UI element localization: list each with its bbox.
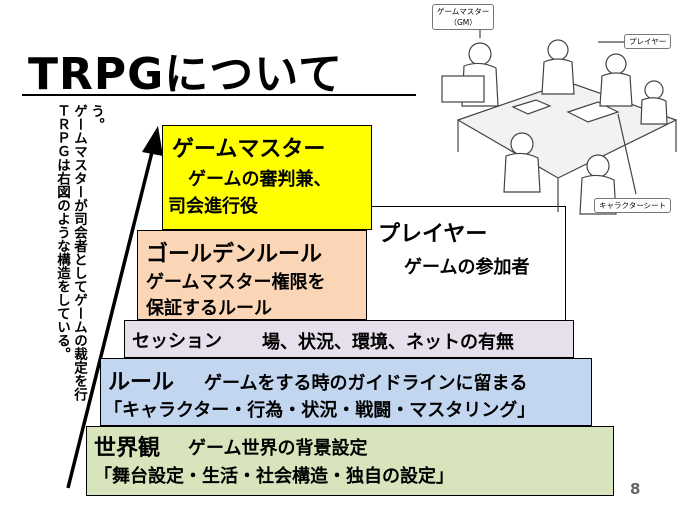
gm-caption-line2: （GM） xyxy=(449,18,477,27)
vertical-text-line-2: ゲームマスターが司会者としてゲームの裁定を行 xyxy=(71,104,87,401)
sheet-caption: キャラクターシート xyxy=(594,198,672,213)
table-scene-icon xyxy=(441,26,678,215)
gm-caption: ゲームマスター （GM） xyxy=(432,4,495,30)
rule-desc: ゲームをする時のガイドラインに留まる xyxy=(204,373,528,394)
layer-golden-rule xyxy=(137,230,367,320)
gm-line2: 司会進行役 xyxy=(168,196,258,217)
world-desc: ゲーム世界の背景設定 xyxy=(188,438,368,459)
golden-rule-title: ゴールデンルール xyxy=(146,242,323,267)
world-list: 「舞台設定・生活・社会構造・独自の設定」 xyxy=(94,466,454,487)
golden-rule-line1: ゲームマスター権限を xyxy=(146,272,326,293)
session-title: セッション xyxy=(132,331,222,352)
rule-title: ルール xyxy=(108,370,175,395)
layer-rule xyxy=(100,358,592,426)
player-title: プレイヤー xyxy=(378,222,488,247)
page-number: 8 xyxy=(630,480,641,498)
gm-title: ゲームマスター xyxy=(172,137,326,162)
title-underline xyxy=(22,94,416,96)
gm-line1: ゲームの審判兼、 xyxy=(188,169,332,190)
rule-list: 「キャラクター・行為・状況・戦闘・マスタリング」 xyxy=(104,400,536,421)
trpg-table-illustration: ゲームマスター （GM） プレイヤー キャラクターシート xyxy=(418,2,680,224)
layer-game-master xyxy=(162,125,372,230)
player-caption: プレイヤー xyxy=(624,34,672,49)
gm-caption-line1: ゲームマスター xyxy=(437,7,490,16)
vertical-text-line-3: う。 xyxy=(88,104,104,131)
world-title: 世界観 xyxy=(94,436,161,461)
layer-session xyxy=(124,320,574,358)
session-desc: 場、状況、環境、ネットの有無 xyxy=(262,332,514,353)
page-title: TRPGについて xyxy=(28,49,343,100)
vertical-text-line-1: ＴＲＰＧは右図のような構造をしている。 xyxy=(54,104,70,361)
golden-rule-line2: 保証するルール xyxy=(146,298,272,319)
layer-player xyxy=(356,206,566,324)
player-desc: ゲームの参加者 xyxy=(404,257,530,278)
layer-world xyxy=(86,426,614,496)
